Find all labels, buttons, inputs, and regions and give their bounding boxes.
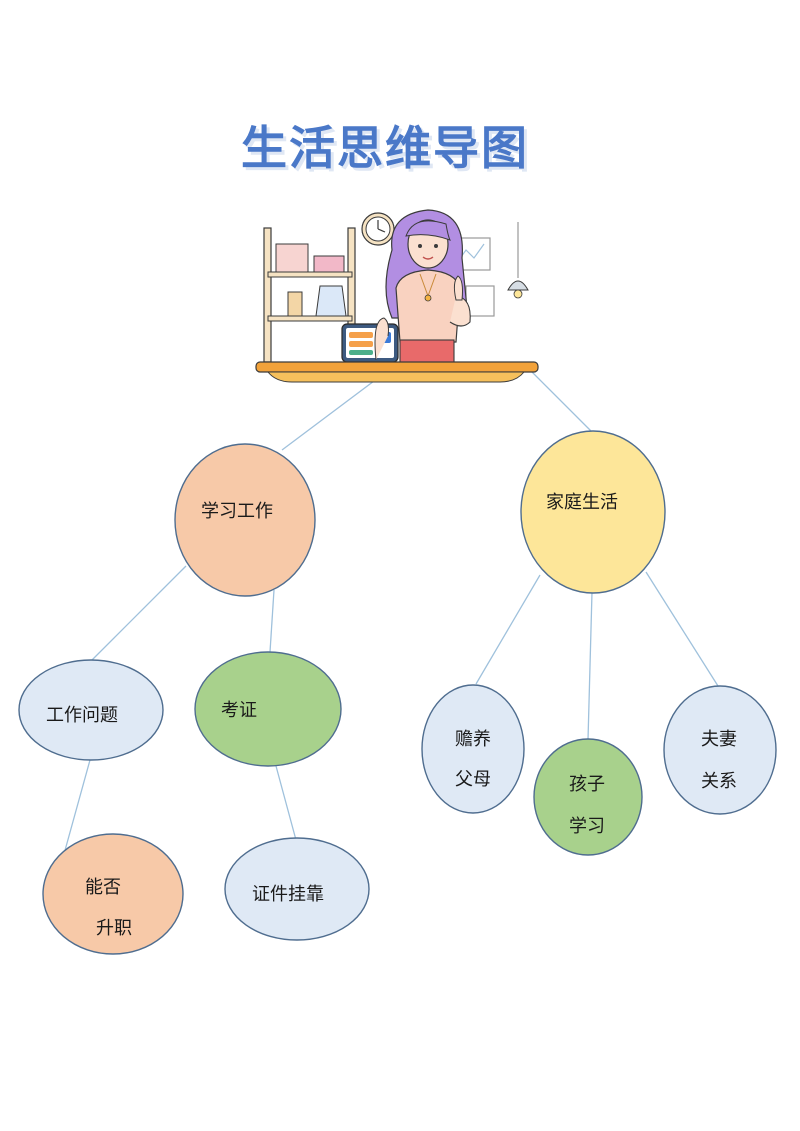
connector-study-certificate xyxy=(269,589,275,653)
connector-family-parents xyxy=(475,574,541,685)
connector-lines xyxy=(63,367,719,855)
woman-at-desk-illustration xyxy=(255,209,539,383)
node-children-study-label-line1: 孩子 xyxy=(569,774,605,795)
connector-root-family xyxy=(527,367,593,433)
node-cert-affiliation xyxy=(224,837,370,941)
tablet-icon xyxy=(341,317,399,363)
node-study-work-label: 学习工作 xyxy=(201,501,273,522)
node-family-life xyxy=(520,430,666,594)
node-marriage-label-line2: 关系 xyxy=(701,771,737,792)
shelf-illustration xyxy=(263,227,356,363)
connector-study-work-issues xyxy=(91,565,187,661)
node-children-study xyxy=(533,738,643,856)
node-marriage-label-line1: 夫妻 xyxy=(701,729,737,750)
node-promotion-label-line1: 能否 xyxy=(85,877,121,898)
connector-certificate-affiliation xyxy=(275,765,297,841)
desk-illustration xyxy=(255,361,539,383)
node-study-work xyxy=(174,443,316,597)
node-certificate-label: 考证 xyxy=(221,700,257,721)
node-marriage xyxy=(663,685,777,815)
connector-family-children xyxy=(587,591,593,741)
node-children-study-label-line2: 学习 xyxy=(569,816,605,837)
page-title: 生活思维导图 xyxy=(241,121,529,175)
connector-work-issues-promotion xyxy=(63,759,91,855)
connector-family-marriage xyxy=(645,571,719,687)
node-certificate xyxy=(194,651,342,767)
node-support-parents-label-line2: 父母 xyxy=(455,769,491,790)
node-work-issues xyxy=(18,659,164,761)
node-cert-affiliation-label: 证件挂靠 xyxy=(252,884,324,905)
node-family-life-label: 家庭生活 xyxy=(546,492,618,513)
woman-figure xyxy=(385,209,471,365)
node-support-parents-label-line1: 赡养 xyxy=(455,729,491,750)
clock-icon xyxy=(361,212,395,246)
node-support-parents xyxy=(421,684,525,814)
node-promotion xyxy=(42,833,184,955)
connector-root-study xyxy=(281,377,379,451)
node-work-issues-label: 工作问题 xyxy=(46,705,118,726)
lamp-icon xyxy=(507,222,529,299)
node-promotion-label-line2: 升职 xyxy=(96,918,132,939)
